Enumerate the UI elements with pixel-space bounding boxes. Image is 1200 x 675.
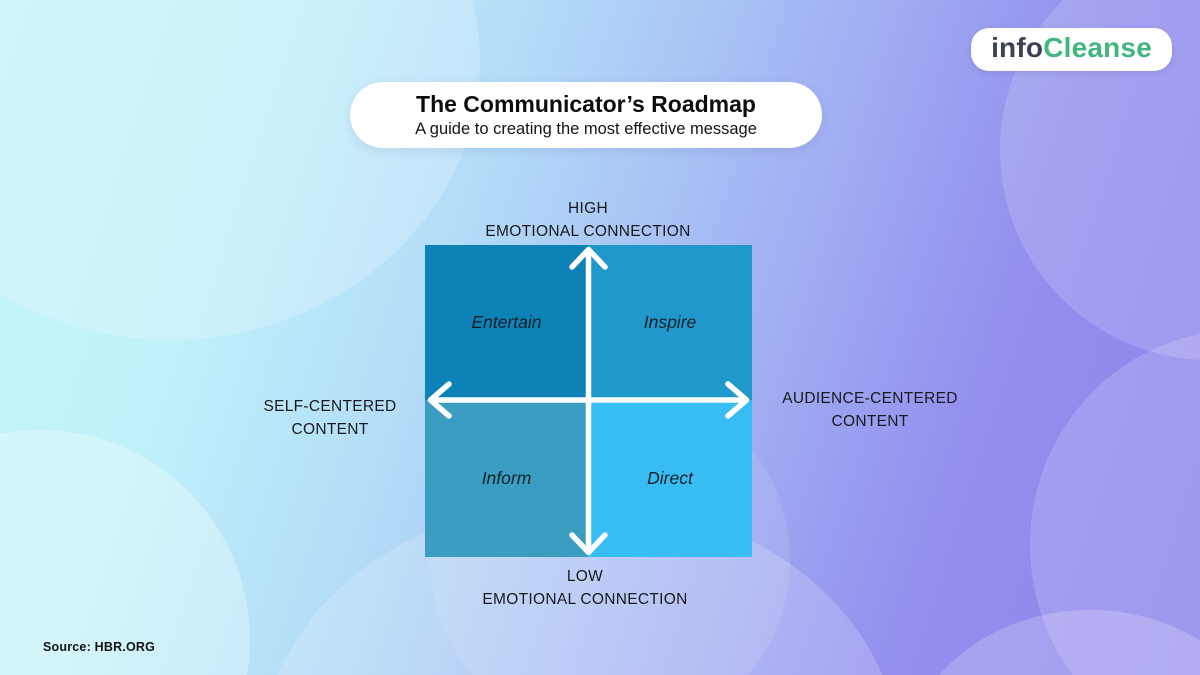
axis-left-line1: SELF-CENTERED <box>263 398 397 415</box>
source-credit: Source: HBR.ORG <box>43 640 156 654</box>
axis-bottom-line2: EMOTIONAL CONNECTION <box>482 591 688 608</box>
brand-logo-prefix: info <box>991 32 1044 63</box>
quadrant-direct: Direct <box>588 400 752 557</box>
background-blob <box>0 430 250 675</box>
axis-top-line2: EMOTIONAL CONNECTION <box>485 223 691 240</box>
quadrant-entertain: Entertain <box>425 245 588 400</box>
axis-right-line2: CONTENT <box>831 413 909 430</box>
brand-logo-suffix: Cleanse <box>1043 32 1152 63</box>
quadrant-label-direct: Direct <box>647 468 693 488</box>
axis-label-self-centered-content: SELF-CENTERED CONTENT <box>230 395 430 441</box>
title-card: The Communicator’s Roadmap A guide to cr… <box>350 82 822 148</box>
quadrant-label-inform: Inform <box>481 468 532 488</box>
axis-label-high-emotional-connection: HIGH EMOTIONAL CONNECTION <box>438 197 738 243</box>
axis-label-audience-centered-content: AUDIENCE-CENTERED CONTENT <box>762 387 978 433</box>
axis-label-low-emotional-connection: LOW EMOTIONAL CONNECTION <box>435 565 735 611</box>
axis-left-line2: CONTENT <box>291 421 369 438</box>
page-title: The Communicator’s Roadmap <box>416 91 756 118</box>
background-blob <box>0 0 480 340</box>
axis-bottom-line1: LOW <box>566 568 604 585</box>
quadrant-label-inspire: Inspire <box>643 312 697 332</box>
quadrant-label-entertain: Entertain <box>471 312 542 332</box>
quadrant-inspire: Inspire <box>588 245 752 400</box>
quadrant-inform: Inform <box>425 400 588 557</box>
quadrant-matrix: Entertain Inspire Inform Direct <box>425 245 752 557</box>
axis-right-line1: AUDIENCE-CENTERED <box>782 390 958 407</box>
page-subtitle: A guide to creating the most effective m… <box>415 119 757 138</box>
brand-logo: infoCleanse <box>971 28 1172 71</box>
axis-top-line1: HIGH <box>568 200 608 217</box>
background-blob <box>900 610 1200 675</box>
background-blob <box>1030 330 1200 675</box>
